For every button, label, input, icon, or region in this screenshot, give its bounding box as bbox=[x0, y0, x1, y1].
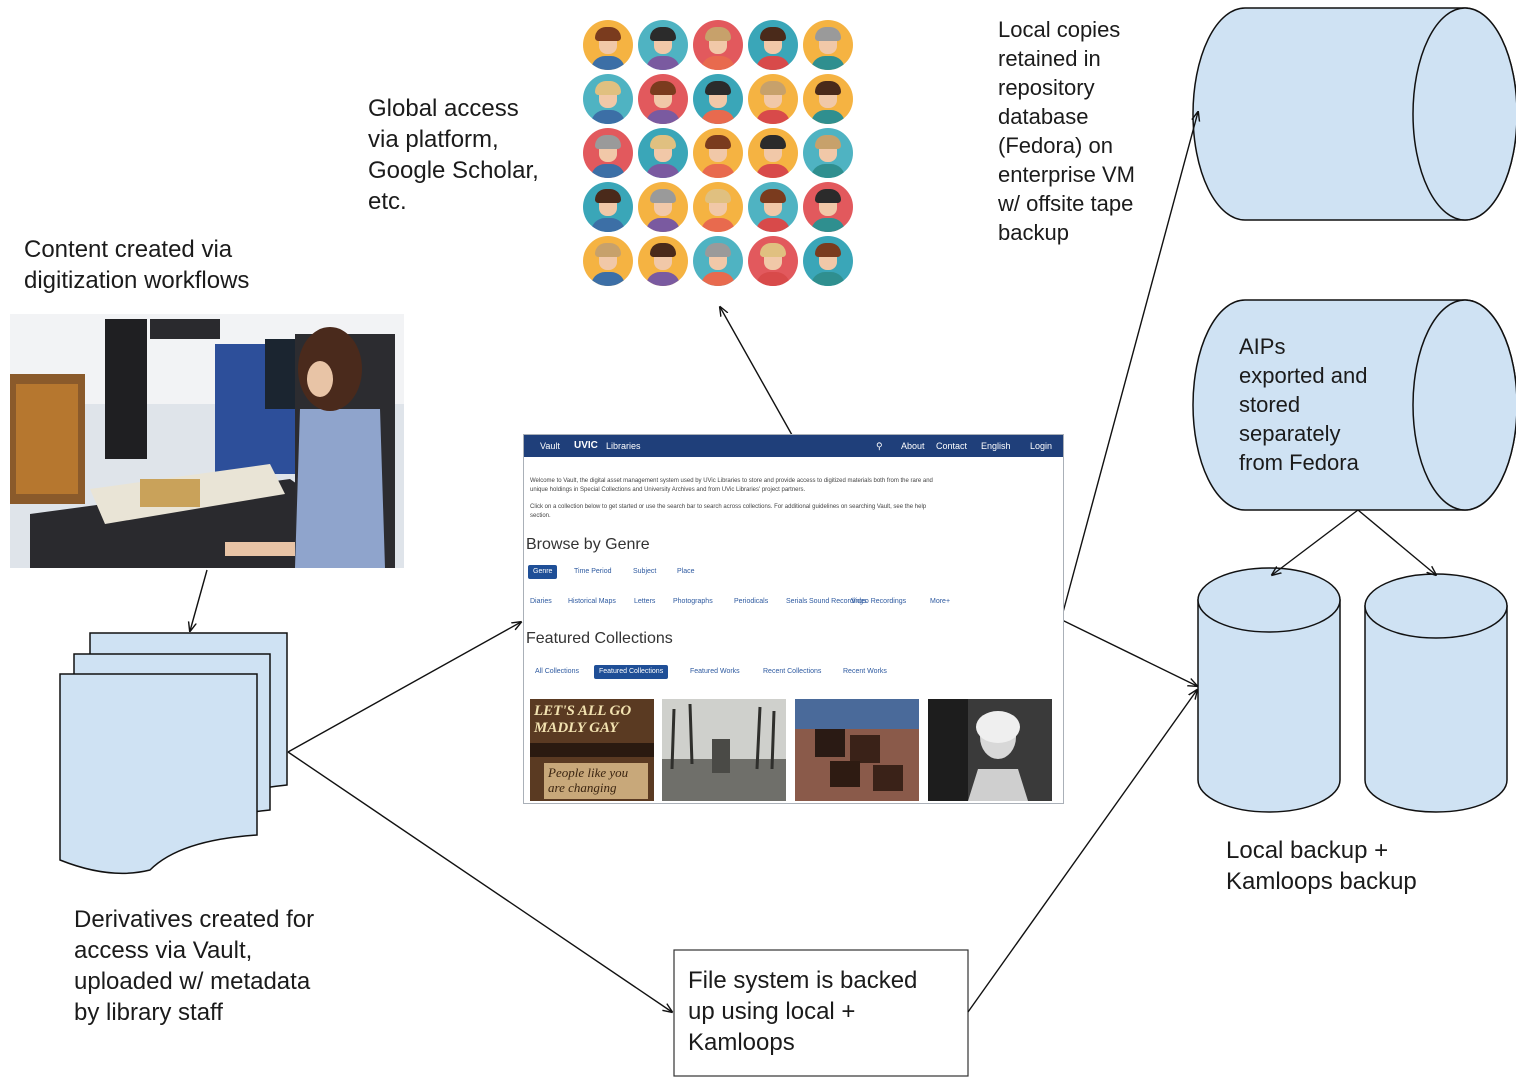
genre-link[interactable]: More+ bbox=[930, 598, 951, 605]
genre-link[interactable]: Historical Maps bbox=[568, 598, 616, 605]
avatar bbox=[638, 20, 688, 70]
collection-thumb-4[interactable] bbox=[928, 699, 1052, 801]
global-access-label: Global access via platform, Google Schol… bbox=[368, 95, 539, 215]
local-copies-label: Local copies retained in repository data… bbox=[998, 17, 1135, 245]
aips-cylinder-icon bbox=[1192, 299, 1516, 511]
genre-link[interactable]: Video Recordings bbox=[851, 598, 907, 605]
arrow-vault-to-fedora bbox=[1061, 112, 1198, 617]
avatar bbox=[748, 236, 798, 286]
genre-link[interactable]: Photographs bbox=[673, 598, 713, 605]
vault-intro-help: Click on a collection below to get start… bbox=[530, 504, 927, 519]
collection-thumb-3[interactable] bbox=[795, 699, 919, 801]
browse-heading: Browse by Genre bbox=[526, 536, 650, 553]
tab-place[interactable]: Place bbox=[677, 568, 695, 575]
vault-intro: Welcome to Vault, the digital asset mana… bbox=[530, 478, 933, 493]
avatar bbox=[583, 20, 633, 70]
avatar bbox=[748, 128, 798, 178]
tab-all-collections[interactable]: All Collections bbox=[535, 668, 579, 675]
avatar bbox=[803, 182, 853, 232]
avatar bbox=[748, 74, 798, 124]
digitization-photo bbox=[10, 314, 404, 568]
avatar bbox=[803, 236, 853, 286]
nav-about[interactable]: About bbox=[901, 441, 925, 451]
avatar bbox=[638, 182, 688, 232]
tab-subject[interactable]: Subject bbox=[633, 568, 657, 575]
avatar bbox=[693, 20, 743, 70]
avatar bbox=[693, 182, 743, 232]
local-backup-label: Local backup + Kamloops backup bbox=[1226, 837, 1417, 895]
fedora-cylinder-icon bbox=[1192, 7, 1516, 221]
derivatives-label: Derivatives created for access via Vault… bbox=[74, 906, 315, 1026]
avatar bbox=[748, 182, 798, 232]
arrow-docs-to-vault bbox=[287, 622, 521, 753]
genre-link[interactable]: Serials bbox=[786, 598, 808, 605]
arrow-vault-to-avatars bbox=[720, 307, 793, 436]
tab-featured-collections[interactable]: Featured Collections bbox=[594, 665, 669, 679]
arrow-aips-to-kamloops-backup bbox=[1357, 509, 1436, 575]
avatar bbox=[638, 236, 688, 286]
kamloops-backup-cylinder-icon bbox=[1364, 573, 1508, 813]
avatar bbox=[583, 128, 633, 178]
file-system-box bbox=[673, 949, 969, 1077]
featured-heading: Featured Collections bbox=[526, 630, 673, 647]
avatar bbox=[693, 236, 743, 286]
avatar bbox=[803, 20, 853, 70]
collection-thumb-1[interactable]: LET'S ALL GO MADLY GAY People like you a… bbox=[530, 699, 654, 801]
nav-language[interactable]: English bbox=[981, 441, 1011, 451]
avatar bbox=[803, 74, 853, 124]
search-icon[interactable]: ⚲ bbox=[876, 441, 883, 451]
avatar bbox=[583, 182, 633, 232]
document-stack-icon bbox=[59, 632, 288, 875]
genre-link[interactable]: Diaries bbox=[530, 598, 552, 605]
avatar bbox=[583, 74, 633, 124]
tab-recent-collections[interactable]: Recent Collections bbox=[763, 668, 822, 675]
thumb-1-slogan: LET'S ALL GO MADLY GAY bbox=[534, 703, 632, 736]
tab-genre[interactable]: Genre bbox=[528, 565, 558, 579]
libraries-label[interactable]: Libraries bbox=[606, 441, 641, 451]
tab-time-period[interactable]: Time Period bbox=[574, 568, 612, 575]
vault-nav-bar: Vault UVIC Libraries ⚲ About Contact Eng… bbox=[524, 435, 1063, 457]
avatar bbox=[803, 128, 853, 178]
arrow-docs-to-filesystem bbox=[287, 751, 672, 1012]
uvic-logo[interactable]: UVIC bbox=[574, 440, 598, 451]
content-created-label: Content created via digitization workflo… bbox=[24, 236, 250, 294]
avatar bbox=[583, 236, 633, 286]
genre-link[interactable]: Sound Recordings bbox=[809, 598, 867, 605]
vault-brand[interactable]: Vault bbox=[540, 441, 560, 451]
arrow-aips-to-local-backup bbox=[1272, 509, 1359, 575]
avatar bbox=[638, 128, 688, 178]
file-system-label: File system is backed up using local + K… bbox=[688, 967, 918, 1056]
avatar bbox=[693, 74, 743, 124]
arrow-photo-to-docs bbox=[190, 569, 208, 631]
avatar bbox=[693, 128, 743, 178]
nav-login[interactable]: Login bbox=[1030, 441, 1053, 451]
tab-recent-works[interactable]: Recent Works bbox=[843, 668, 887, 675]
arrow-vault-to-local-backup bbox=[1061, 619, 1197, 686]
users-avatar-grid bbox=[583, 20, 855, 292]
local-backup-cylinder-icon bbox=[1197, 567, 1341, 813]
arrow-filesystem-to-local-backup bbox=[967, 690, 1197, 1013]
tab-featured-works[interactable]: Featured Works bbox=[690, 668, 740, 675]
vault-screenshot: Vault UVIC Libraries ⚲ About Contact Eng… bbox=[523, 434, 1064, 804]
nav-contact[interactable]: Contact bbox=[936, 441, 968, 451]
genre-link[interactable]: Letters bbox=[634, 598, 656, 605]
avatar bbox=[638, 74, 688, 124]
collection-thumb-2[interactable] bbox=[662, 699, 786, 801]
thumb-1-caption: People like you are changing bbox=[548, 765, 629, 795]
aips-label: AIPs exported and stored separately from… bbox=[1239, 334, 1368, 475]
avatar bbox=[748, 20, 798, 70]
genre-link[interactable]: Periodicals bbox=[734, 598, 769, 605]
